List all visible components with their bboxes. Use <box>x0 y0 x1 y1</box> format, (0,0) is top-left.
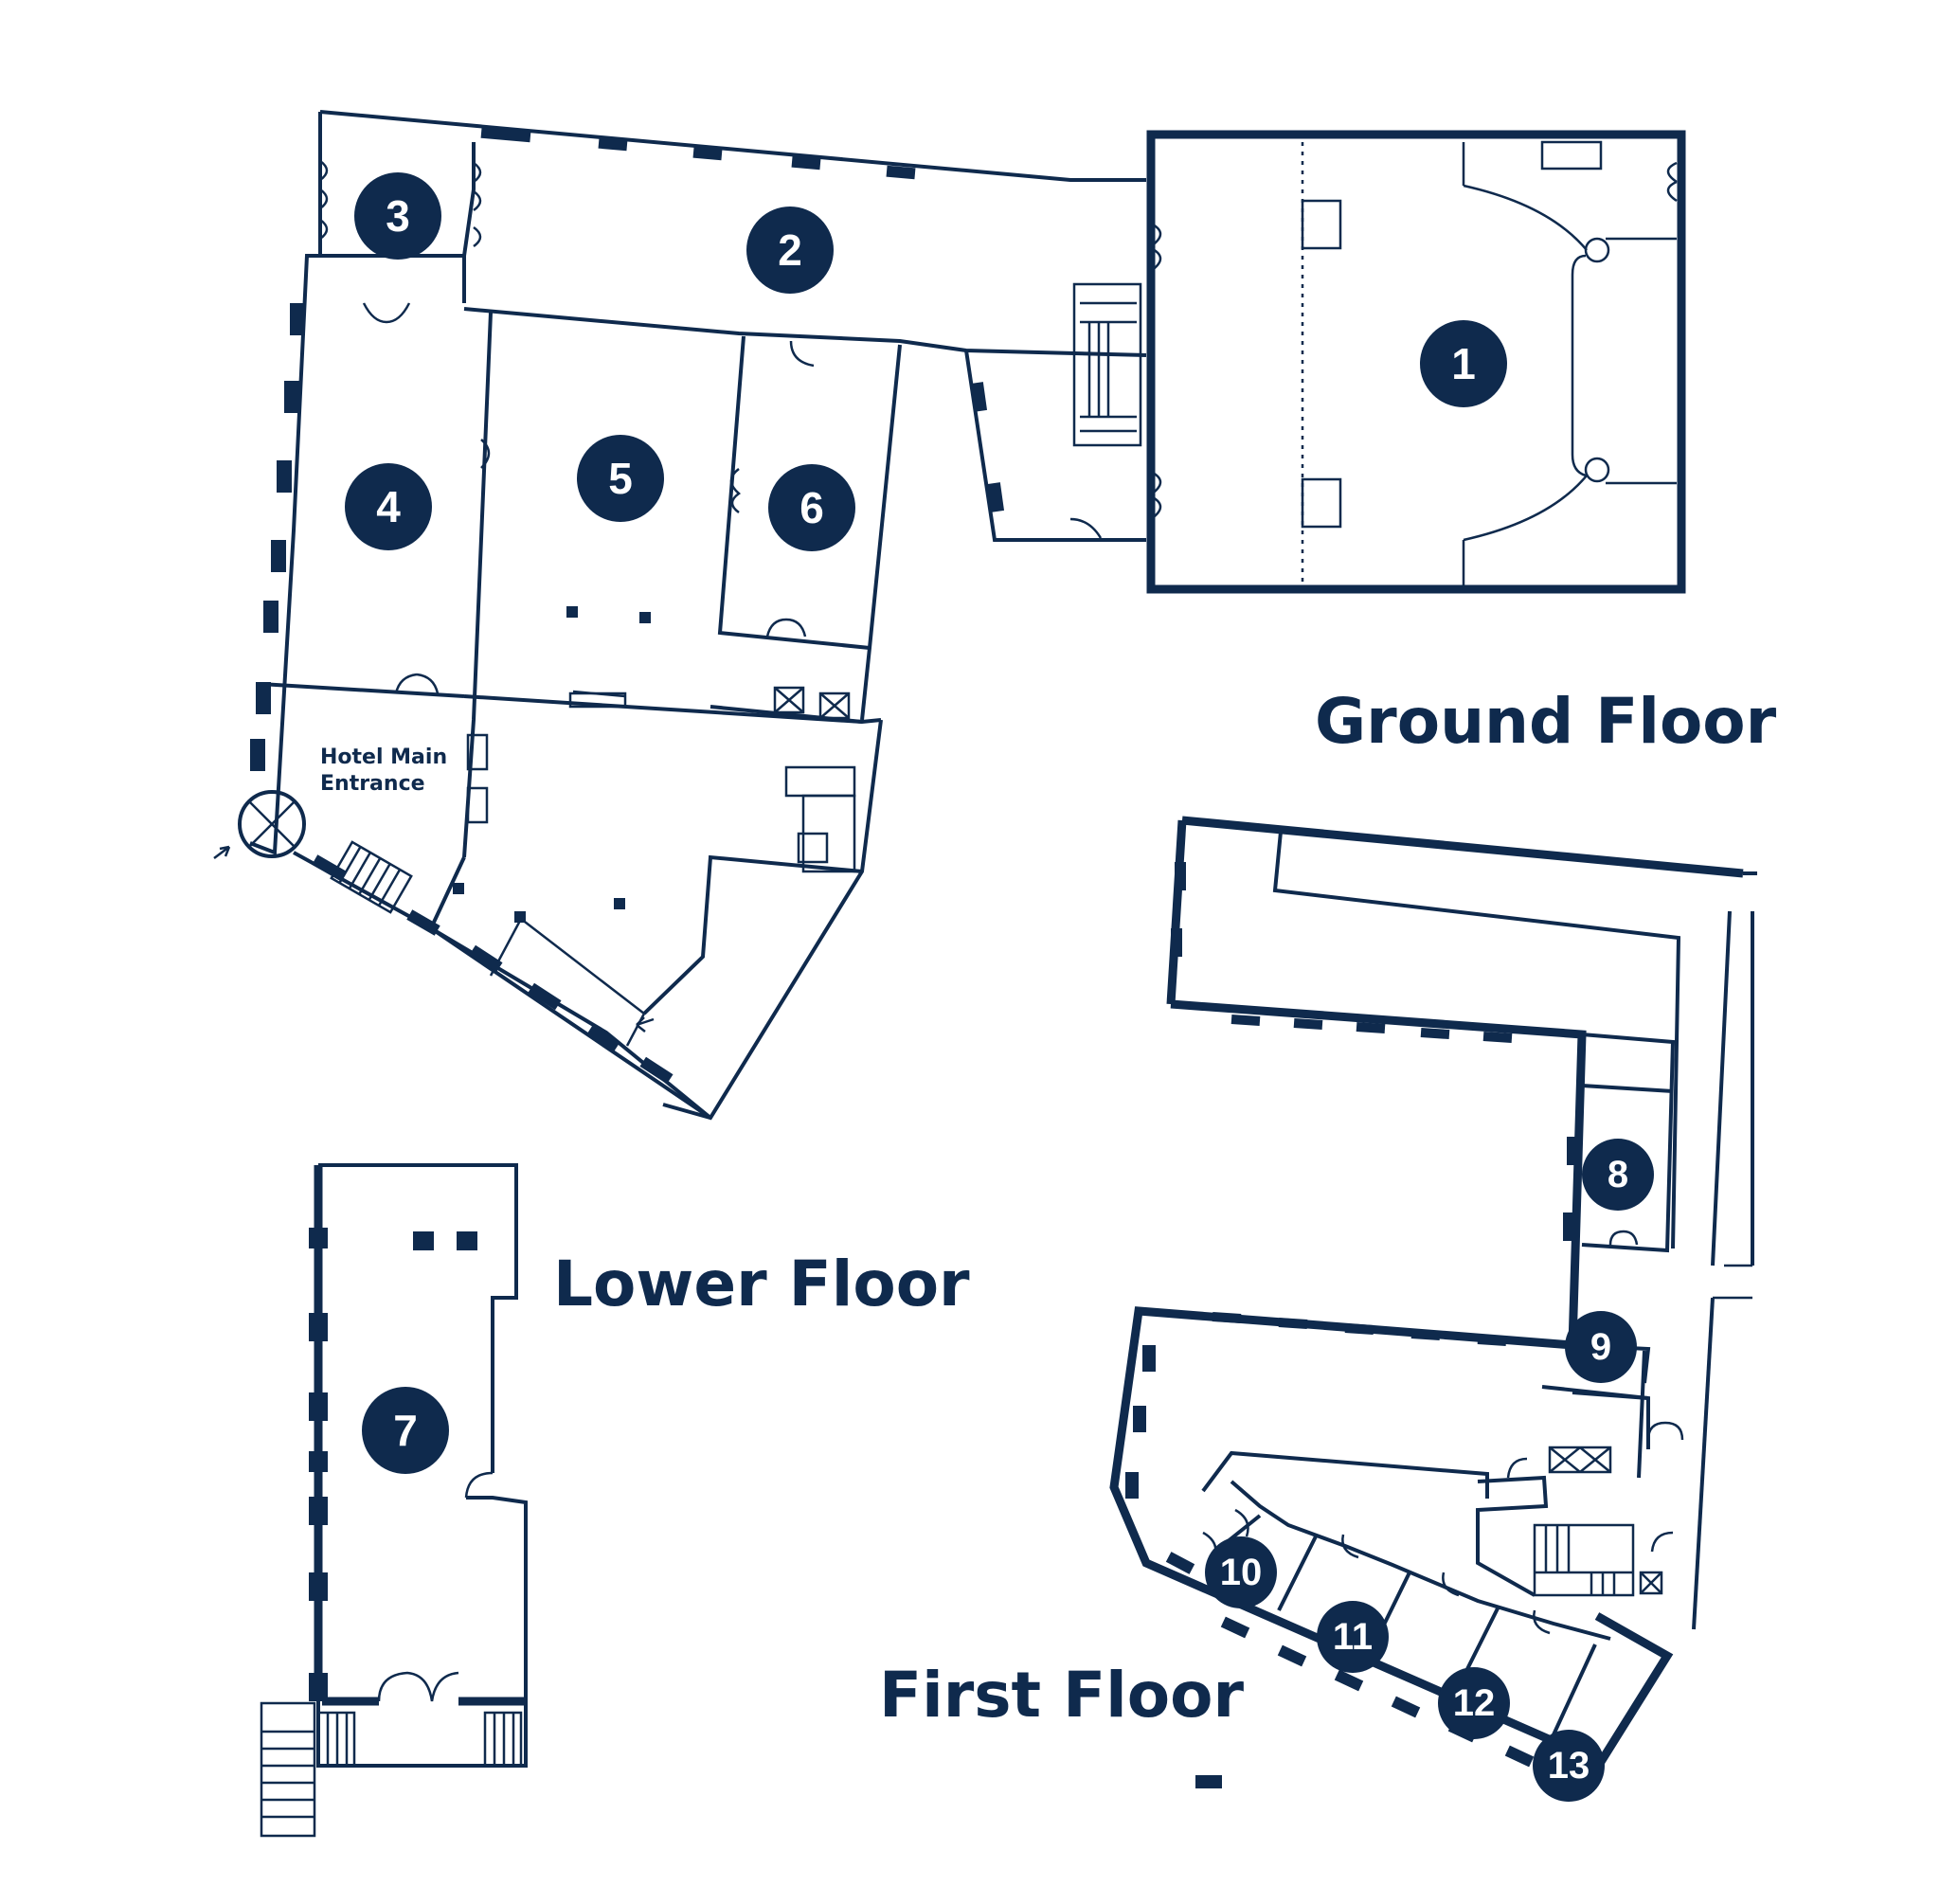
room-label-13: 13 <box>1548 1745 1590 1787</box>
room-marker-4[interactable]: 4 <box>345 463 432 550</box>
room-label-12: 12 <box>1453 1682 1496 1724</box>
lower-floor-plan: 7 <box>260 1163 528 1838</box>
lower-floor-label: Lower Floor <box>553 1248 970 1320</box>
room-label-2: 2 <box>778 225 802 275</box>
room-marker-11[interactable]: 11 <box>1317 1601 1389 1673</box>
room-label-8: 8 <box>1608 1154 1628 1195</box>
room-marker-5[interactable]: 5 <box>577 435 664 522</box>
room-label-3: 3 <box>386 191 410 241</box>
first-floor-plan: 8 9 10 11 12 13 <box>1109 816 1757 1802</box>
stairs-room-2 <box>1072 282 1142 447</box>
room-label-4: 4 <box>376 482 401 531</box>
room-marker-7[interactable]: 7 <box>362 1387 449 1474</box>
room-marker-10[interactable]: 10 <box>1205 1536 1277 1608</box>
room-label-1: 1 <box>1451 339 1476 388</box>
room-label-7: 7 <box>393 1406 418 1455</box>
room-marker-12[interactable]: 12 <box>1438 1667 1510 1739</box>
room-marker-1[interactable]: 1 <box>1420 320 1507 407</box>
room-marker-8[interactable]: 8 <box>1582 1139 1654 1211</box>
entrance-label-line1: Hotel Main <box>320 745 447 769</box>
room-marker-9[interactable]: 9 <box>1565 1311 1637 1383</box>
room-marker-2[interactable]: 2 <box>746 207 834 294</box>
room-label-9: 9 <box>1590 1326 1611 1368</box>
room-marker-3[interactable]: 3 <box>354 172 441 260</box>
room-label-11: 11 <box>1333 1616 1373 1658</box>
room-marker-13[interactable]: 13 <box>1533 1730 1605 1802</box>
first-floor-label: First Floor <box>879 1659 1244 1732</box>
room-marker-6[interactable]: 6 <box>768 464 855 551</box>
room-label-5: 5 <box>608 454 633 503</box>
ground-floor-label: Ground Floor <box>1315 685 1777 758</box>
room-label-6: 6 <box>799 483 824 532</box>
room-label-10: 10 <box>1220 1552 1263 1593</box>
ground-floor-plan: 1 2 3 4 5 6 Hotel Main Entrance <box>213 110 1686 1121</box>
entrance-label-line2: Entrance <box>320 772 425 796</box>
